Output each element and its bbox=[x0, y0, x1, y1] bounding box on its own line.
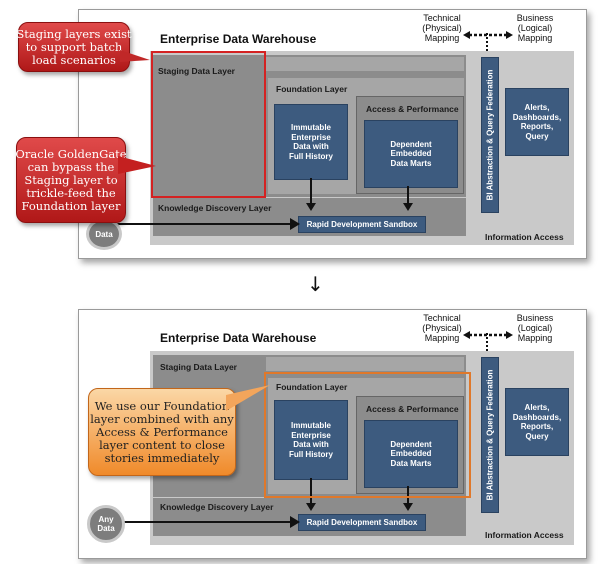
callout-foundation: We use our Foundation layer combined wit… bbox=[88, 388, 236, 476]
diagram-title-2: Enterprise Data Warehouse bbox=[160, 331, 317, 345]
callout-foundation-tail bbox=[226, 385, 270, 411]
information-access-label: Information Access bbox=[485, 232, 564, 242]
staging-label-2: Staging Data Layer bbox=[160, 362, 237, 372]
staging-label: Staging Data Layer bbox=[158, 66, 235, 76]
access-label: Access & Performance bbox=[366, 104, 459, 114]
diagram-title: Enterprise Data Warehouse bbox=[160, 32, 317, 46]
foundation-label: Foundation Layer bbox=[276, 84, 348, 94]
access-label-2: Access & Performance bbox=[366, 404, 459, 414]
data-marts-box-2: Dependent Embedded Data Marts bbox=[364, 420, 458, 488]
data-feed-arrowhead-2 bbox=[290, 516, 300, 528]
business-mapping-label: Business (Logical) Mapping bbox=[516, 13, 554, 43]
transition-arrow: ↓ bbox=[307, 272, 324, 296]
staging-highlight bbox=[151, 51, 266, 198]
business-mapping-label-2: Business (Logical) Mapping bbox=[516, 313, 554, 343]
foundation-highlight bbox=[264, 372, 471, 498]
immutable-data-box: Immutable Enterprise Data with Full Hist… bbox=[274, 104, 348, 180]
alerts-box-2: Alerts, Dashboards, Reports, Query bbox=[505, 388, 569, 456]
callout-goldengate: Oracle GoldenGate can bypass the Staging… bbox=[15, 137, 127, 223]
alerts-box: Alerts, Dashboards, Reports, Query bbox=[505, 88, 569, 156]
bi-federation-bar-2: BI Abstraction & Query Federation bbox=[481, 357, 499, 513]
staging-stripe-2 bbox=[266, 357, 464, 371]
knowledge-label-2: Knowledge Discovery Layer bbox=[160, 502, 274, 512]
technical-mapping-label-2: Technical (Physical) Mapping bbox=[422, 313, 462, 343]
callout-staging-tail bbox=[120, 50, 150, 62]
sandbox-box-2: Rapid Development Sandbox bbox=[298, 514, 426, 531]
data-feed-line bbox=[115, 223, 293, 225]
information-access-label-2: Information Access bbox=[485, 530, 564, 540]
arrows-to-sandbox bbox=[306, 178, 413, 211]
callout-staging: Staging layers exist to support batch lo… bbox=[16, 22, 132, 72]
bi-federation-bar: BI Abstraction & Query Federation bbox=[481, 57, 499, 213]
foundation-label-2: Foundation Layer bbox=[276, 382, 348, 392]
mapping-arrow bbox=[463, 31, 513, 39]
data-feed-line-2 bbox=[118, 521, 293, 523]
immutable-data-box-2: Immutable Enterprise Data with Full Hist… bbox=[274, 400, 348, 480]
mapping-arrow-2 bbox=[463, 331, 513, 339]
any-data-circle-2: Any Data bbox=[87, 505, 125, 543]
staging-stripe bbox=[266, 57, 464, 71]
data-feed-arrowhead bbox=[290, 218, 300, 230]
technical-mapping-label: Technical (Physical) Mapping bbox=[422, 13, 462, 43]
knowledge-label: Knowledge Discovery Layer bbox=[158, 203, 272, 213]
sandbox-box: Rapid Development Sandbox bbox=[298, 216, 426, 233]
callout-goldengate-tail bbox=[118, 156, 156, 174]
data-marts-box: Dependent Embedded Data Marts bbox=[364, 120, 458, 188]
